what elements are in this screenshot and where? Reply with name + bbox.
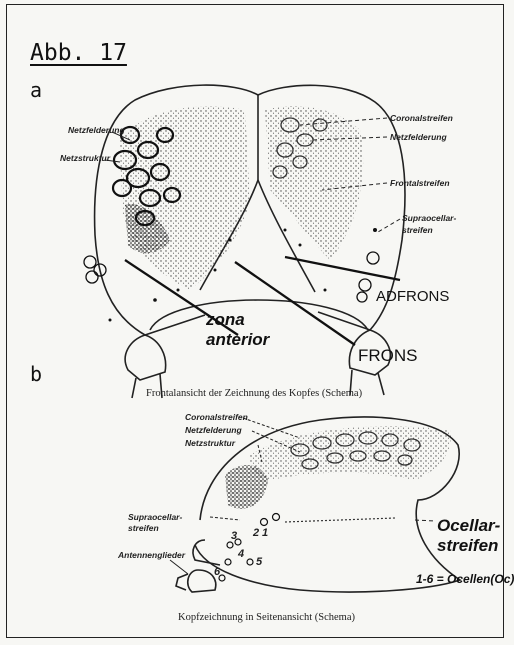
label-netzstruktur-b: Netzstruktur — [185, 438, 235, 448]
ocellus-number-5: 5 — [256, 556, 262, 568]
label-coronalstreifen-b: Coronalstreifen — [185, 412, 248, 422]
label-frons: FRONS — [358, 346, 418, 366]
ocellar-stripe-line — [285, 518, 395, 522]
label-netzfelderung-right: Netzfelderung — [390, 132, 447, 142]
panel-label-a: a — [30, 78, 42, 102]
label-ocellen-legend: 1-6 = Ocellen(Oc) — [416, 572, 514, 586]
label-adfrons: ADFRONS — [376, 288, 449, 305]
lateral-dense-area — [225, 465, 268, 509]
ocellus-number-1: 1 — [262, 527, 268, 539]
label-antennenglieder: Antennenglieder — [118, 550, 185, 560]
lateral-stipple — [250, 426, 451, 480]
label-netzfelderung: Netzfelderung — [68, 125, 125, 135]
label-ocellarstreifen: Ocellar- streifen — [437, 516, 500, 556]
label-netzfelderung-b: Netzfelderung — [185, 425, 242, 435]
label-frontalstreifen: Frontalstreifen — [390, 178, 450, 188]
ocellus-number-3: 3 — [231, 530, 237, 542]
figure-title: Abb. 17 — [30, 40, 127, 66]
label-supraocellarstreifen: Supraocellar- streifen — [402, 212, 456, 236]
panel-label-b: b — [30, 362, 42, 386]
ocellus-number-4: 4 — [238, 548, 244, 560]
ocellus-number-2: 2 — [253, 527, 259, 539]
label-coronalstreifen: Coronalstreifen — [390, 113, 453, 123]
frontal-ocelli — [84, 252, 379, 302]
caption-b: Kopfzeichnung in Seitenansicht (Schema) — [178, 612, 355, 623]
label-zona-anterior: zona anterior — [206, 310, 269, 350]
label-netzstruktur: Netzstruktur — [60, 153, 110, 163]
ocellus-number-6: 6 — [214, 566, 220, 578]
lateral-ocelli — [219, 514, 280, 582]
caption-a: Frontalansicht der Zeichnung des Kopfes … — [146, 388, 362, 399]
label-supraocellarstreifen-b: Supraocellar- streifen — [128, 512, 182, 534]
